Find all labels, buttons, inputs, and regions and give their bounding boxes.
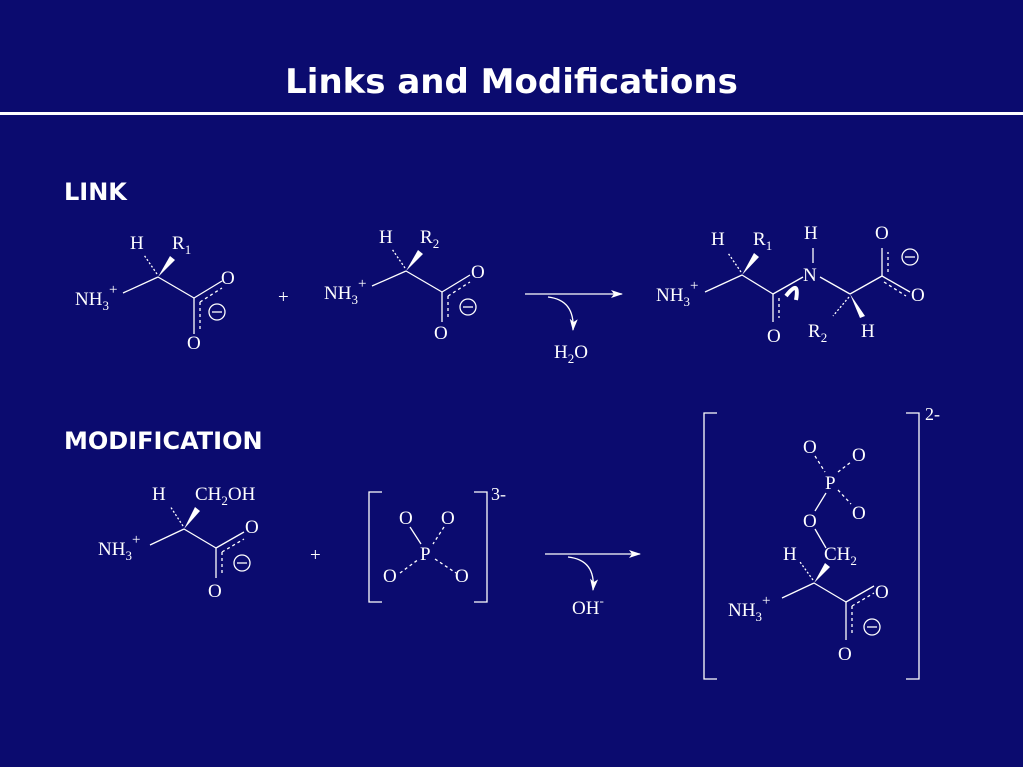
svg-text:NH3+: NH3+ — [98, 532, 140, 563]
charge-label: 3- — [491, 484, 506, 504]
svg-text:NH3+: NH3+ — [324, 276, 366, 307]
reaction-arrow-1: H2O — [525, 290, 623, 366]
reaction-arrow-2: OH- — [545, 550, 641, 619]
svg-text:CH2: CH2 — [824, 544, 857, 568]
svg-text:CH2OH: CH2OH — [195, 484, 256, 508]
amino-acid-2: H R2 NH3+ O O — [324, 227, 485, 344]
serine: H CH2OH NH3+ O O — [98, 484, 259, 602]
svg-text:NH3+: NH3+ — [656, 278, 698, 309]
svg-text:O: O — [803, 437, 817, 458]
page-title: Links and Modifications — [285, 62, 738, 102]
phosphoserine-product: 2- O O P O O H CH2 NH3+ O O — [703, 404, 940, 680]
svg-text:O: O — [471, 262, 485, 283]
plus-sign: + — [278, 287, 289, 308]
svg-text:H: H — [804, 223, 818, 244]
svg-text:O: O — [208, 581, 222, 602]
charge-label: 2- — [925, 404, 940, 424]
plus-sign: + — [310, 545, 321, 566]
svg-text:O: O — [911, 285, 925, 306]
svg-text:H: H — [861, 321, 875, 342]
hydroxide-label: OH- — [572, 593, 604, 619]
svg-text:O: O — [852, 445, 866, 466]
svg-text:H: H — [152, 484, 166, 505]
atom-h: H — [130, 233, 144, 254]
water-label: H2O — [554, 342, 588, 366]
svg-text:H: H — [379, 227, 393, 248]
svg-text:N: N — [803, 265, 817, 286]
svg-text:O: O — [838, 644, 852, 665]
svg-text:O: O — [441, 508, 455, 529]
svg-text:NH3+: NH3+ — [75, 282, 117, 313]
svg-text:H: H — [783, 544, 797, 565]
svg-text:R1: R1 — [172, 233, 191, 257]
svg-text:R1: R1 — [753, 229, 772, 253]
svg-text:R2: R2 — [808, 321, 827, 345]
svg-text:R2: R2 — [420, 227, 439, 251]
svg-text:O: O — [383, 566, 397, 587]
svg-text:O: O — [434, 323, 448, 344]
dipeptide-product: H R1 H N O NH3+ O O R2 H — [656, 223, 925, 347]
svg-text:O: O — [875, 582, 889, 603]
svg-text:P: P — [825, 473, 836, 494]
section-heading-modification: MODIFICATION — [64, 427, 263, 455]
svg-text:O: O — [399, 508, 413, 529]
svg-text:O: O — [455, 566, 469, 587]
svg-text:NH3+: NH3+ — [728, 593, 770, 624]
svg-text:O: O — [245, 517, 259, 538]
svg-text:O: O — [875, 223, 889, 244]
section-heading-link: LINK — [64, 178, 127, 206]
svg-text:H: H — [711, 229, 725, 250]
svg-text:O: O — [803, 511, 817, 532]
svg-text:O: O — [852, 503, 866, 524]
title-divider — [0, 112, 1023, 115]
amino-acid-1: H R1 NH3+ O O — [75, 233, 235, 354]
svg-text:O: O — [221, 268, 235, 289]
svg-text:P: P — [420, 544, 431, 565]
svg-text:O: O — [767, 326, 781, 347]
phosphate-ion: O O P O O 3- — [368, 484, 506, 603]
svg-text:O: O — [187, 333, 201, 354]
